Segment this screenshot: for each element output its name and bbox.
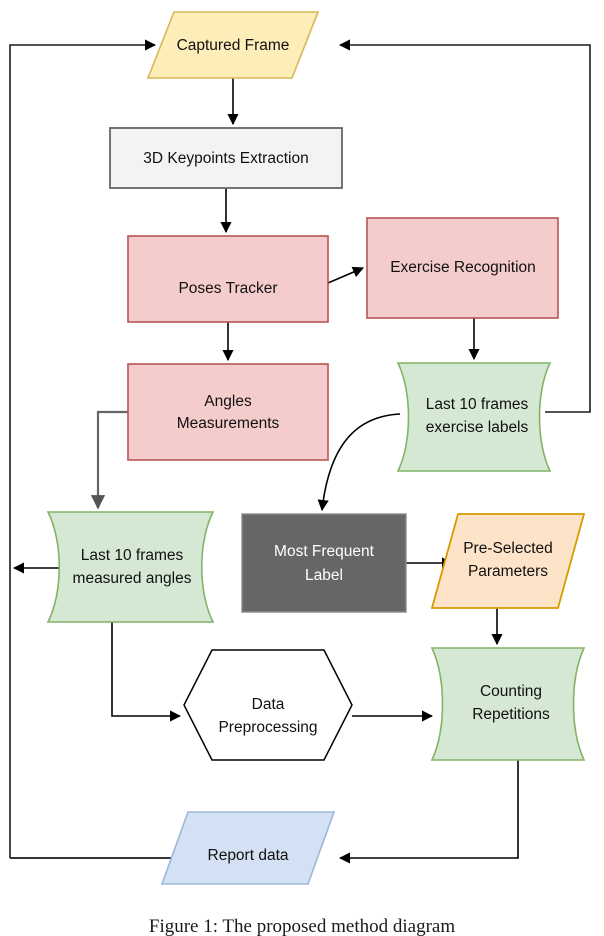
node-angles-measurements[interactable]: Angles Measurements [127,363,329,461]
node-exercise-recognition[interactable]: Exercise Recognition [366,217,559,319]
node-data-preprocessing[interactable]: Data Preprocessing [183,649,353,761]
edge-labels-to-most-frequent [317,413,401,512]
node-counting-repetitions[interactable]: Counting Repetitions [430,647,586,761]
keypoints-extraction-shape[interactable] [109,127,343,189]
node-captured-frame[interactable]: Captured Frame [146,11,320,79]
edge-counting-to-report [338,760,519,864]
node-last10-exercise-labels[interactable]: Last 10 frames exercise labels [396,362,552,472]
last10-exercise-labels-shape[interactable] [396,362,552,472]
frame-left-path [9,39,157,858]
node-report-data[interactable]: Report data [160,811,336,885]
node-pre-selected-parameters[interactable]: Pre-Selected Parameters [430,513,586,609]
frame-right-path [338,39,591,413]
edge-measured-to-preprocessing [111,622,182,722]
edge-poses-to-exercise [327,266,365,284]
counting-repetitions-shape[interactable] [430,647,586,761]
edge-labels-to-captured-frame [338,39,591,413]
most-frequent-label-shape[interactable] [241,513,407,613]
captured-frame-shape[interactable] [146,11,320,79]
report-data-shape[interactable] [160,811,336,885]
last10-measured-angles-shape[interactable] [46,511,215,623]
node-poses-tracker[interactable]: Poses Tracker [127,235,329,323]
figure-caption: Figure 1: The proposed method diagram [149,916,455,936]
exercise-recognition-shape[interactable] [366,217,559,319]
node-most-frequent-label[interactable]: Most Frequent Label [241,513,407,613]
node-last10-measured-angles[interactable]: Last 10 frames measured angles [46,511,215,623]
edge-angles-to-measured [90,410,128,510]
data-preprocessing-shape[interactable] [183,649,353,761]
poses-tracker-shape[interactable] [127,235,329,323]
pre-selected-parameters-shape[interactable] [430,513,586,609]
node-keypoints-extraction[interactable]: 3D Keypoints Extraction [109,127,343,189]
angles-measurements-shape[interactable] [127,363,329,461]
